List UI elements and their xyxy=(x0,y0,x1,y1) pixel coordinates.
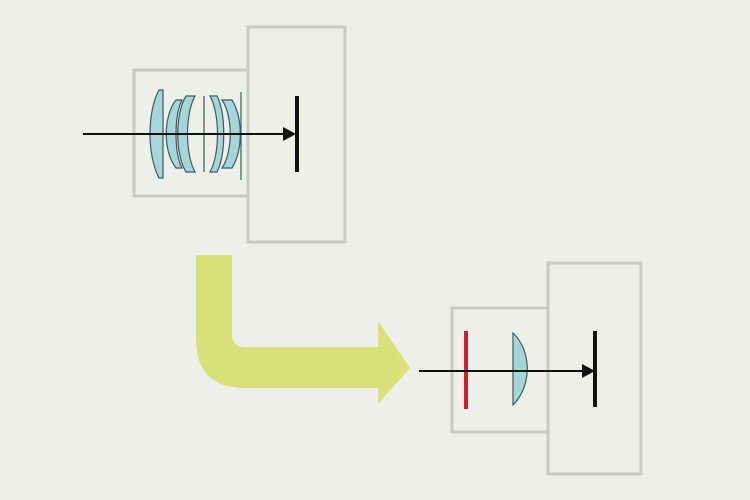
multi-element-lens-camera xyxy=(83,25,347,244)
lens-element-4 xyxy=(208,95,225,173)
optical-axis-arrowhead-bottom xyxy=(582,364,595,378)
transition-arrow xyxy=(196,255,410,404)
optical-axis-arrowhead-top xyxy=(283,127,296,141)
single-element-lens-camera xyxy=(419,261,643,476)
single-lens-element xyxy=(512,331,528,407)
